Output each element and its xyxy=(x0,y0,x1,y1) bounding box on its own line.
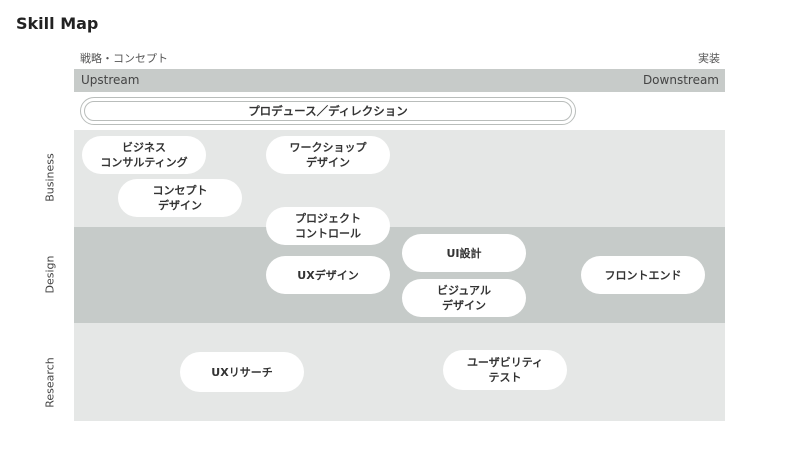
downstream-label: Downstream xyxy=(642,73,719,87)
skill-ux-design: UXデザイン xyxy=(266,256,390,294)
skill-workshop-design: ワークショップ デザイン xyxy=(266,136,390,174)
row-label-design: Design xyxy=(43,255,57,294)
produce-direction-label: プロデュース／ディレクション xyxy=(84,101,572,121)
row-label-research: Research xyxy=(43,357,57,408)
skill-ux-research: UXリサーチ xyxy=(180,352,304,392)
row-label-business: Business xyxy=(43,153,57,202)
skill-usability-test: ユーザビリティ テスト xyxy=(443,350,567,390)
strategy-concept-label: 戦略・コンセプト xyxy=(80,52,168,65)
skill-business-consulting: ビジネス コンサルティング xyxy=(82,136,206,174)
upstream-label: Upstream xyxy=(81,73,140,87)
skill-project-control: プロジェクト コントロール xyxy=(266,207,390,245)
flow-bar: Upstream Downstream xyxy=(74,69,725,92)
produce-direction-pill: プロデュース／ディレクション xyxy=(80,97,576,125)
skill-ui-design: UI設計 xyxy=(402,234,526,272)
skill-visual-design: ビジュアル デザイン xyxy=(402,279,526,317)
skill-concept-design: コンセプト デザイン xyxy=(118,179,242,217)
implementation-label: 実装 xyxy=(698,52,720,65)
skill-frontend: フロントエンド xyxy=(581,256,705,294)
research-band xyxy=(74,323,725,421)
page-title: Skill Map xyxy=(16,14,99,33)
